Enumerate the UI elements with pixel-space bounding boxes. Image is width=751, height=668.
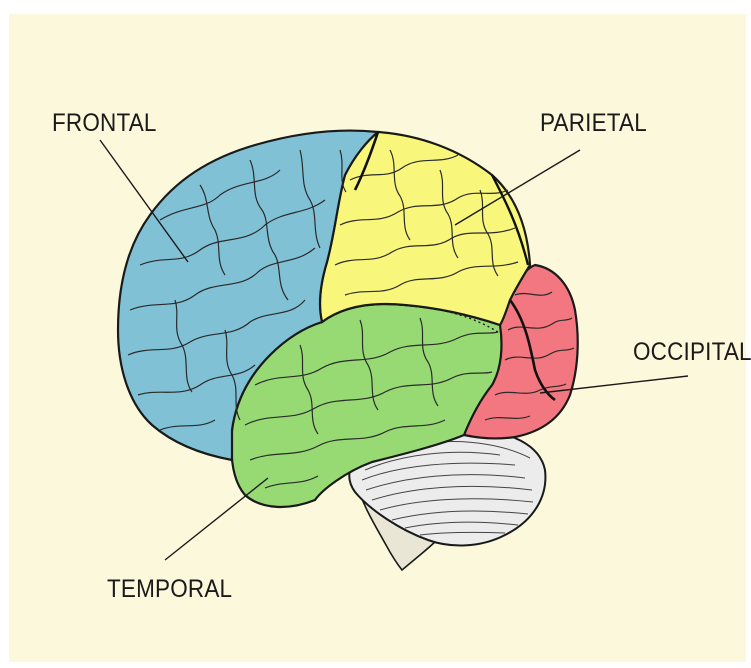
temporal-label: TEMPORAL — [107, 575, 232, 604]
frontal-label: FRONTAL — [52, 109, 157, 138]
parietal-label: PARIETAL — [540, 109, 647, 138]
occipital-label: OCCIPITAL — [633, 338, 751, 367]
